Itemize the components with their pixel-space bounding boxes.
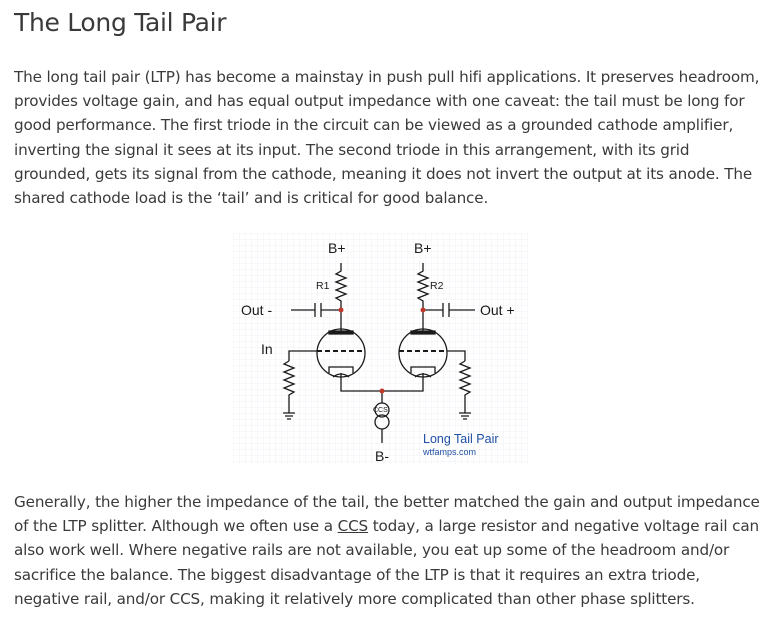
left-grid-resistor [282, 360, 296, 413]
paragraph-text-before-link: Generally, the higher the impedance of t… [14, 493, 760, 536]
in-label: In [261, 341, 273, 357]
r2-resistor [416, 263, 430, 331]
tail-node [379, 388, 385, 394]
schematic-wiring [282, 263, 475, 443]
ccs-label: CCS [373, 407, 388, 414]
left-plate-node [338, 307, 344, 313]
b-plus-right-label: B+ [414, 240, 432, 256]
schematic-grid-background [233, 233, 529, 465]
b-plus-left-label: B+ [328, 240, 346, 256]
caption-site: wtfamps.com [422, 447, 476, 457]
intro-paragraph: The long tail pair (LTP) has become a ma… [14, 68, 760, 208]
ltp-discussion-paragraph: Generally, the higher the impedance of t… [14, 490, 768, 611]
right-ground [459, 412, 471, 420]
b-minus-label: B- [375, 448, 389, 464]
r2-label: R2 [430, 280, 444, 292]
input-grid-wire [288, 350, 317, 361]
right-plate-node [420, 307, 426, 313]
r1-resistor [334, 263, 348, 331]
r1-label: R1 [316, 280, 330, 292]
left-ground [283, 412, 295, 420]
right-grid-wire [447, 350, 466, 361]
out-minus-label: Out - [241, 302, 272, 318]
left-plate [328, 330, 354, 335]
out-plus-label: Out + [480, 302, 515, 318]
ccs-circle-top [374, 402, 390, 418]
ccs-link[interactable]: CCS [337, 517, 369, 536]
paragraph-text-after-link: today, a large resistor and negative vol… [14, 517, 759, 608]
right-plate [410, 330, 436, 335]
right-cathode [410, 366, 436, 373]
left-cathode [328, 366, 354, 373]
caption-title: Long Tail Pair [423, 432, 499, 446]
schematic-svg: B+ B+ R1 R2 Out - Out + In CCS B- Long T… [233, 233, 529, 465]
right-grid-resistor [458, 360, 472, 413]
page-title: The Long Tail Pair [14, 8, 227, 37]
long-tail-pair-schematic: B+ B+ R1 R2 Out - Out + In CCS B- Long T… [233, 233, 529, 465]
